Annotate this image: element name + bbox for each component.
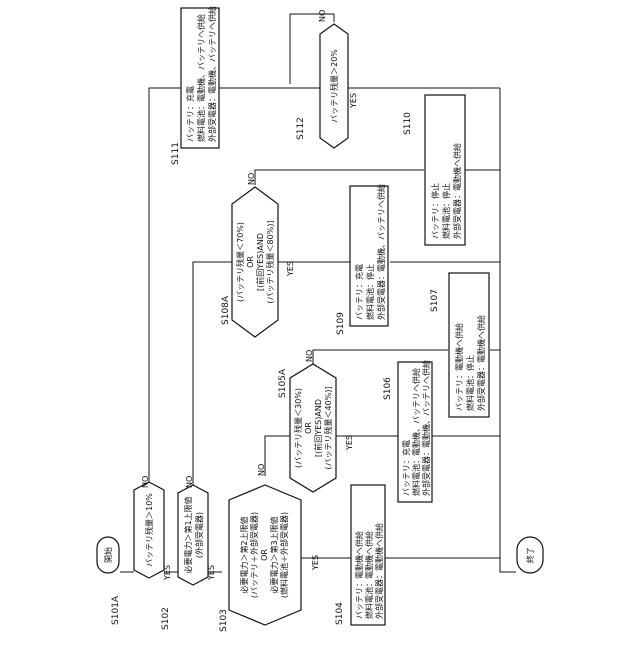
start-node: 開始 xyxy=(97,537,119,573)
s112-yes: YES xyxy=(349,93,358,109)
edge-s108a-no xyxy=(255,170,424,185)
s106-step: S106 xyxy=(383,377,393,400)
s108a-line-3: (バッテリ残量＜80%)] xyxy=(265,220,275,303)
s104-step: S104 xyxy=(335,602,345,625)
start-label: 開始 xyxy=(103,547,113,563)
edge-s103-no xyxy=(265,436,290,476)
s101a-line: バッテリ残量＞10% xyxy=(144,493,154,567)
s105a-decision: (バッテリ残量＜30%) OR [(前回YES)AND (バッテリ残量＜40%)… xyxy=(290,364,336,492)
s104-line-0: バッテリ：電動機へ供給 xyxy=(354,531,364,619)
s101a-step: S101A xyxy=(111,595,121,625)
s106-line-0: バッテリ：充電 xyxy=(401,440,411,496)
s103-line-3: 必要電力＞第3上限値 xyxy=(269,516,279,593)
s106-line-1: 燃料電池：電動機、バッテリへ供給 xyxy=(411,368,421,496)
s110-line-2: 外部受電器：電動機へ供給 xyxy=(452,143,462,239)
s108a-yes: YES xyxy=(286,261,295,277)
s101a-yes: YES xyxy=(163,565,172,581)
end-label: 終了 xyxy=(525,547,535,563)
s109-line-1: 燃料電池：停止 xyxy=(365,264,375,320)
s110-process: バッテリ：停止 燃料電池：停止 外部受電器：電動機へ供給 xyxy=(425,95,465,245)
s111-line-2: 外部受電器：電動機、バッテリへ供給 xyxy=(207,6,217,142)
s103-line-1: (バッテリ＋外部受電器) xyxy=(249,512,259,598)
s103-line-0: 必要電力＞第2上限値 xyxy=(239,516,249,593)
s101a-decision: バッテリ残量＞10% xyxy=(134,482,164,578)
s105a-line-3: (バッテリ残量＜40%)] xyxy=(323,386,333,469)
s105a-yes: YES xyxy=(345,435,354,451)
s103-no: NO xyxy=(257,464,266,476)
edge-bus xyxy=(500,88,516,572)
s111-line-0: バッテリ：充電 xyxy=(185,86,195,142)
s107-process: バッテリ：電動機へ供給 燃料電池：停止 外部受電器：電動機へ供給 xyxy=(449,273,489,417)
s106-line-2: 外部受電器：電動機、バッテリへ供給 xyxy=(421,360,431,496)
end-node: 終了 xyxy=(517,537,543,573)
s104-line-2: 外部受電器：電動機へ供給 xyxy=(374,523,384,619)
s110-line-0: バッテリ：停止 xyxy=(430,183,440,239)
s103-decision: 必要電力＞第2上限値 (バッテリ＋外部受電器) OR 必要電力＞第3上限値 (燃… xyxy=(229,485,301,625)
s110-step: S110 xyxy=(403,112,413,135)
s103-yes: YES xyxy=(311,555,320,571)
s108a-decision: (バッテリ残量＜70%) OR [(前回YES)AND (バッテリ残量＜80%)… xyxy=(232,187,278,337)
s106-process: バッテリ：充電 燃料電池：電動機、バッテリへ供給 外部受電器：電動機、バッテリへ… xyxy=(398,360,432,502)
s107-step: S107 xyxy=(430,289,440,312)
s111-process: バッテリ：充電 燃料電池：電動機、バッテリへ供給 外部受電器：電動機、バッテリへ… xyxy=(181,6,219,148)
s112-line: バッテリ残量＞20% xyxy=(329,49,339,123)
s102-decision: 必要電力＞第1上限値 (外部受電器) xyxy=(178,485,208,585)
s108a-step: S108A xyxy=(221,295,231,325)
s103-step: S103 xyxy=(219,609,229,632)
s109-step: S109 xyxy=(336,312,346,335)
s109-line-0: バッテリ：充電 xyxy=(354,264,364,320)
s110-line-1: 燃料電池：停止 xyxy=(441,183,451,239)
s108a-line-0: (バッテリ残量＜70%) xyxy=(235,222,245,302)
s102-yes: YES xyxy=(207,565,216,581)
s105a-line-0: (バッテリ残量＜30%) xyxy=(293,388,303,468)
s105a-line-1: OR xyxy=(304,422,313,434)
s112-decision: バッテリ残量＞20% xyxy=(320,24,348,148)
s104-line-1: 燃料電池：電動機へ供給 xyxy=(364,531,374,619)
s111-step: S111 xyxy=(171,142,181,165)
s105a-line-2: [(前回YES)AND xyxy=(313,399,323,457)
s105a-step: S105A xyxy=(278,368,288,398)
s112-step: S112 xyxy=(296,117,306,140)
s108a-line-1: OR xyxy=(246,256,255,268)
s103-line-4: (燃料電池＋外部受電器) xyxy=(279,512,289,598)
s104-process: バッテリ：電動機へ供給 燃料電池：電動機へ供給 外部受電器：電動機へ供給 xyxy=(351,485,385,625)
s102-no: NO xyxy=(185,476,194,488)
s111-line-1: 燃料電池：電動機、バッテリへ供給 xyxy=(196,14,206,142)
s109-process: バッテリ：充電 燃料電池：停止 外部受電器：電動機、バッテリへ供給 xyxy=(350,184,388,326)
s105a-no: NO xyxy=(305,350,314,362)
s109-line-2: 外部受電器：電動機、バッテリへ供給 xyxy=(376,184,386,320)
s102-line-1: (外部受電器) xyxy=(194,512,204,558)
s102-step: S102 xyxy=(161,607,171,630)
s107-line-1: 燃料電池：停止 xyxy=(465,355,475,411)
s101a-no: NO xyxy=(141,476,150,488)
s107-line-0: バッテリ：電動機へ供給 xyxy=(454,323,464,411)
s112-no: NO xyxy=(318,10,327,22)
s103-line-2: OR xyxy=(260,549,269,561)
s108a-line-2: [(前回YES)AND xyxy=(255,233,265,291)
s107-line-2: 外部受電器：電動機へ供給 xyxy=(476,315,486,411)
s102-line-0: 必要電力＞第1上限値 xyxy=(183,496,193,573)
s108a-no: NO xyxy=(247,173,256,185)
